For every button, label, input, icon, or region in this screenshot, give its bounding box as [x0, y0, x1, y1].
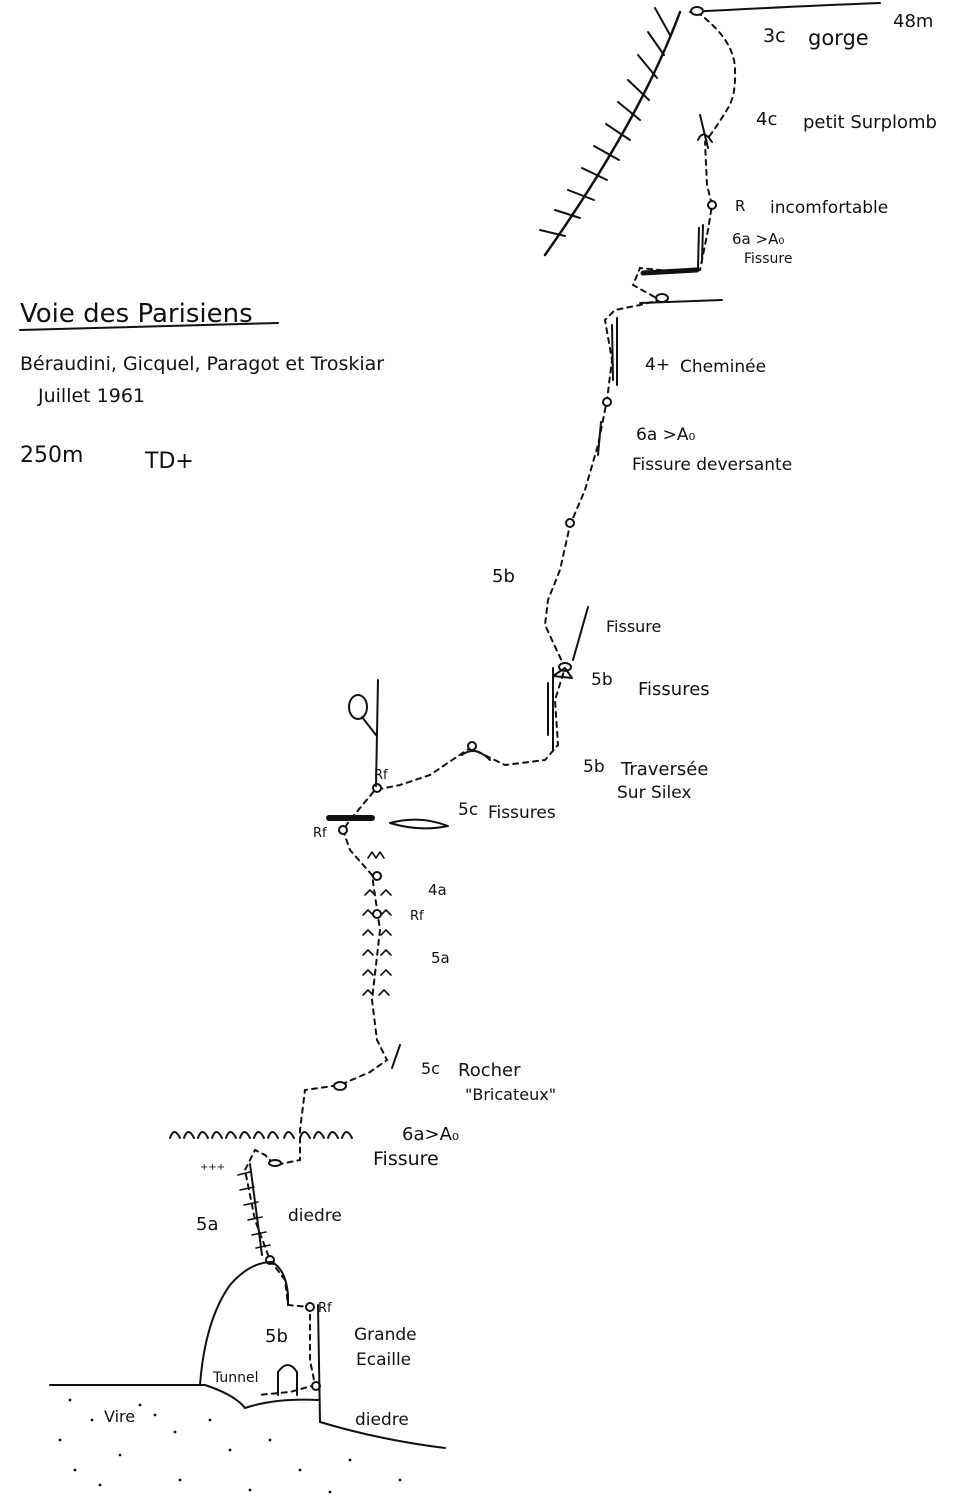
- label-fissure-top: Fissure: [744, 251, 792, 267]
- label-grande: Grande: [354, 1325, 417, 1345]
- belay-points: [265, 6, 717, 1391]
- overhang-arcs: [169, 1131, 353, 1139]
- scree-dots: [58, 1398, 402, 1494]
- label-gorge: gorge: [808, 26, 869, 50]
- ecaille-right-edge: [317, 1304, 321, 1423]
- label-fissure-low: Fissure: [373, 1148, 439, 1170]
- silex-bulge: [461, 750, 491, 761]
- label-5a-low: 5a: [196, 1214, 218, 1235]
- label-4c-grade: 4c: [756, 109, 777, 130]
- marker-rf-4a: Rf: [410, 909, 424, 924]
- label-fissure-deversante: Fissure deversante: [632, 455, 792, 475]
- label-5c-fissures: Fissures: [488, 803, 556, 823]
- roof-ledge-top: [640, 267, 700, 276]
- silex-flake: [389, 818, 449, 830]
- label-5a-mid: 5a: [431, 949, 450, 967]
- label-5c-grade: 5c: [458, 800, 478, 820]
- label-6a-low-grade: 6a>A₀: [402, 1124, 459, 1145]
- label-4a: 4a: [428, 881, 447, 899]
- summit-cliff-edge: [543, 10, 682, 257]
- tunnel-arch: [277, 1364, 298, 1396]
- label-cheminee: Cheminée: [680, 357, 766, 377]
- ground-vire-line: [49, 1383, 246, 1409]
- label-6a-top-grade: 6a >A₀: [732, 230, 784, 248]
- label-sur-silex: Sur Silex: [617, 783, 691, 803]
- tunnel-floor: [244, 1398, 319, 1409]
- ledge-top: [639, 299, 723, 304]
- label-traversee: Traversée: [620, 759, 708, 780]
- label-3c-grade: 3c: [763, 25, 786, 47]
- label-fissure-single: Fissure: [606, 617, 661, 636]
- label-5b-ecaille: 5b: [265, 1326, 288, 1347]
- crack-features: [249, 114, 713, 1256]
- route-markers: Rf Rf Rf Rf Tunnel Vire +++: [104, 768, 424, 1426]
- label-6a-deversante-grade: 6a >A₀: [636, 425, 696, 445]
- title-underline: [19, 322, 279, 331]
- marker-rf-upper: Rf: [374, 768, 388, 783]
- label-5b-fissures: Fissures: [638, 679, 710, 700]
- label-diedre-base: diedre: [355, 1410, 409, 1430]
- marker-piton: +++: [200, 1162, 225, 1173]
- small-block: [552, 667, 573, 679]
- diedre-ladder: [237, 1171, 271, 1249]
- grande-ecaille-outline: [199, 1261, 289, 1386]
- label-petit-surplomb: petit Surplomb: [803, 112, 937, 133]
- chimney-chevrons: [362, 851, 392, 996]
- label-diedre-low: diedre: [288, 1206, 342, 1226]
- label-5c-rocher-grade: 5c: [421, 1059, 440, 1078]
- pitch-labels: 3c gorge 48m 4c petit Surplomb R incomfo…: [196, 11, 937, 1430]
- label-5b-traversee-grade: 5b: [583, 757, 605, 777]
- label-ecaille: Ecaille: [356, 1350, 411, 1370]
- route-date: Juillet 1961: [37, 385, 145, 407]
- route-length: 250m: [20, 443, 83, 468]
- route-authors: Béraudini, Gicquel, Paragot et Troskiar: [20, 353, 384, 375]
- marker-vire: Vire: [104, 1407, 135, 1426]
- route-line-upper: [342, 11, 737, 831]
- marker-rf-ecaille: Rf: [318, 1301, 332, 1316]
- label-5b-mid: 5b: [492, 566, 515, 587]
- label-48m: 48m: [893, 11, 933, 32]
- tree-icon: [348, 694, 377, 736]
- label-4plus-grade: 4+: [645, 355, 670, 375]
- label-5b-fissures-grade: 5b: [591, 670, 613, 690]
- summit-ridge: [689, 2, 881, 13]
- marker-tunnel: Tunnel: [212, 1370, 259, 1386]
- label-incomfortable: incomfortable: [770, 198, 888, 218]
- cliff-hatching: [539, 7, 671, 237]
- label-rocher: Rocher: [458, 1060, 521, 1081]
- route-grade: TD+: [144, 449, 194, 474]
- label-r-grade: R: [735, 197, 745, 215]
- route-line-middle: [243, 829, 389, 1261]
- ground-right-line: [319, 1421, 446, 1449]
- label-bricateux: "Bricateux": [465, 1085, 556, 1104]
- marker-rf-5c: Rf: [313, 826, 327, 841]
